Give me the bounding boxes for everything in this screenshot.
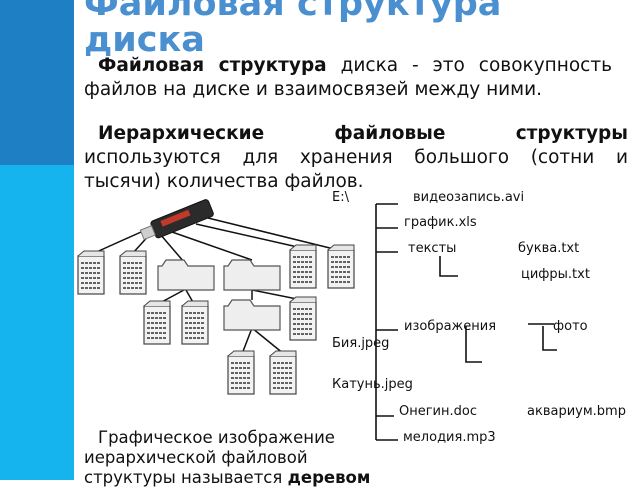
- tree-item-melody: мелодия.mp3: [403, 430, 496, 445]
- tree-item-cifry: цифры.txt: [521, 267, 590, 282]
- hierarchy-text: используются для хранения большого (сотн…: [84, 147, 628, 192]
- hierarchy-paragraph: Иерархические файловые структуры использ…: [84, 122, 628, 194]
- definition-term: Файловая структура: [98, 55, 327, 76]
- definition-text: диска - это совокупность файлов на диске…: [84, 55, 612, 100]
- folder-icon: [157, 259, 215, 291]
- usb-drive-icon: [139, 199, 214, 241]
- folder-icon: [223, 259, 281, 291]
- tree-item-video: видеозапись.avi: [413, 190, 525, 205]
- tree-item-katun: Катунь.jpeg: [332, 377, 413, 392]
- file-doc-icon: [119, 250, 147, 295]
- slide-title: Файловая структура диска: [84, 0, 502, 60]
- file-doc-icon: [181, 300, 209, 345]
- tree-folder-foto: фото: [553, 319, 588, 334]
- tree-item-aquarium: аквариум.bmp: [527, 404, 626, 419]
- file-doc-icon: [143, 300, 171, 345]
- file-doc-icon: [327, 244, 355, 289]
- file-doc-icon: [289, 296, 317, 341]
- tree-folder-texts: тексты: [408, 241, 457, 256]
- sidebar-band-light: [0, 165, 74, 480]
- tree-root-label: E:\: [332, 190, 349, 205]
- tree-folder-images: изображения: [404, 319, 497, 334]
- tree-caption-paragraph: Графическое изображение иерархической фа…: [84, 428, 374, 488]
- file-doc-icon: [227, 350, 255, 395]
- file-doc-icon: [269, 350, 297, 395]
- tree-item-bukva: буква.txt: [518, 241, 580, 256]
- sidebar-band-dark: [0, 0, 74, 165]
- definition-paragraph: Файловая структура диска - это совокупно…: [84, 54, 612, 102]
- file-doc-icon: [289, 244, 317, 289]
- folder-icon: [223, 299, 281, 331]
- file-doc-icon: [77, 250, 105, 295]
- hierarchy-term: Иерархические файловые структуры: [98, 123, 628, 144]
- tree-item-onegin: Онегин.doc: [399, 404, 477, 419]
- tree-item-graph: график.xls: [404, 215, 477, 230]
- tree-caption-term: деревом: [287, 468, 371, 487]
- tree-item-biya: Бия.jpeg: [332, 336, 390, 351]
- text-tree-lines: [375, 203, 557, 441]
